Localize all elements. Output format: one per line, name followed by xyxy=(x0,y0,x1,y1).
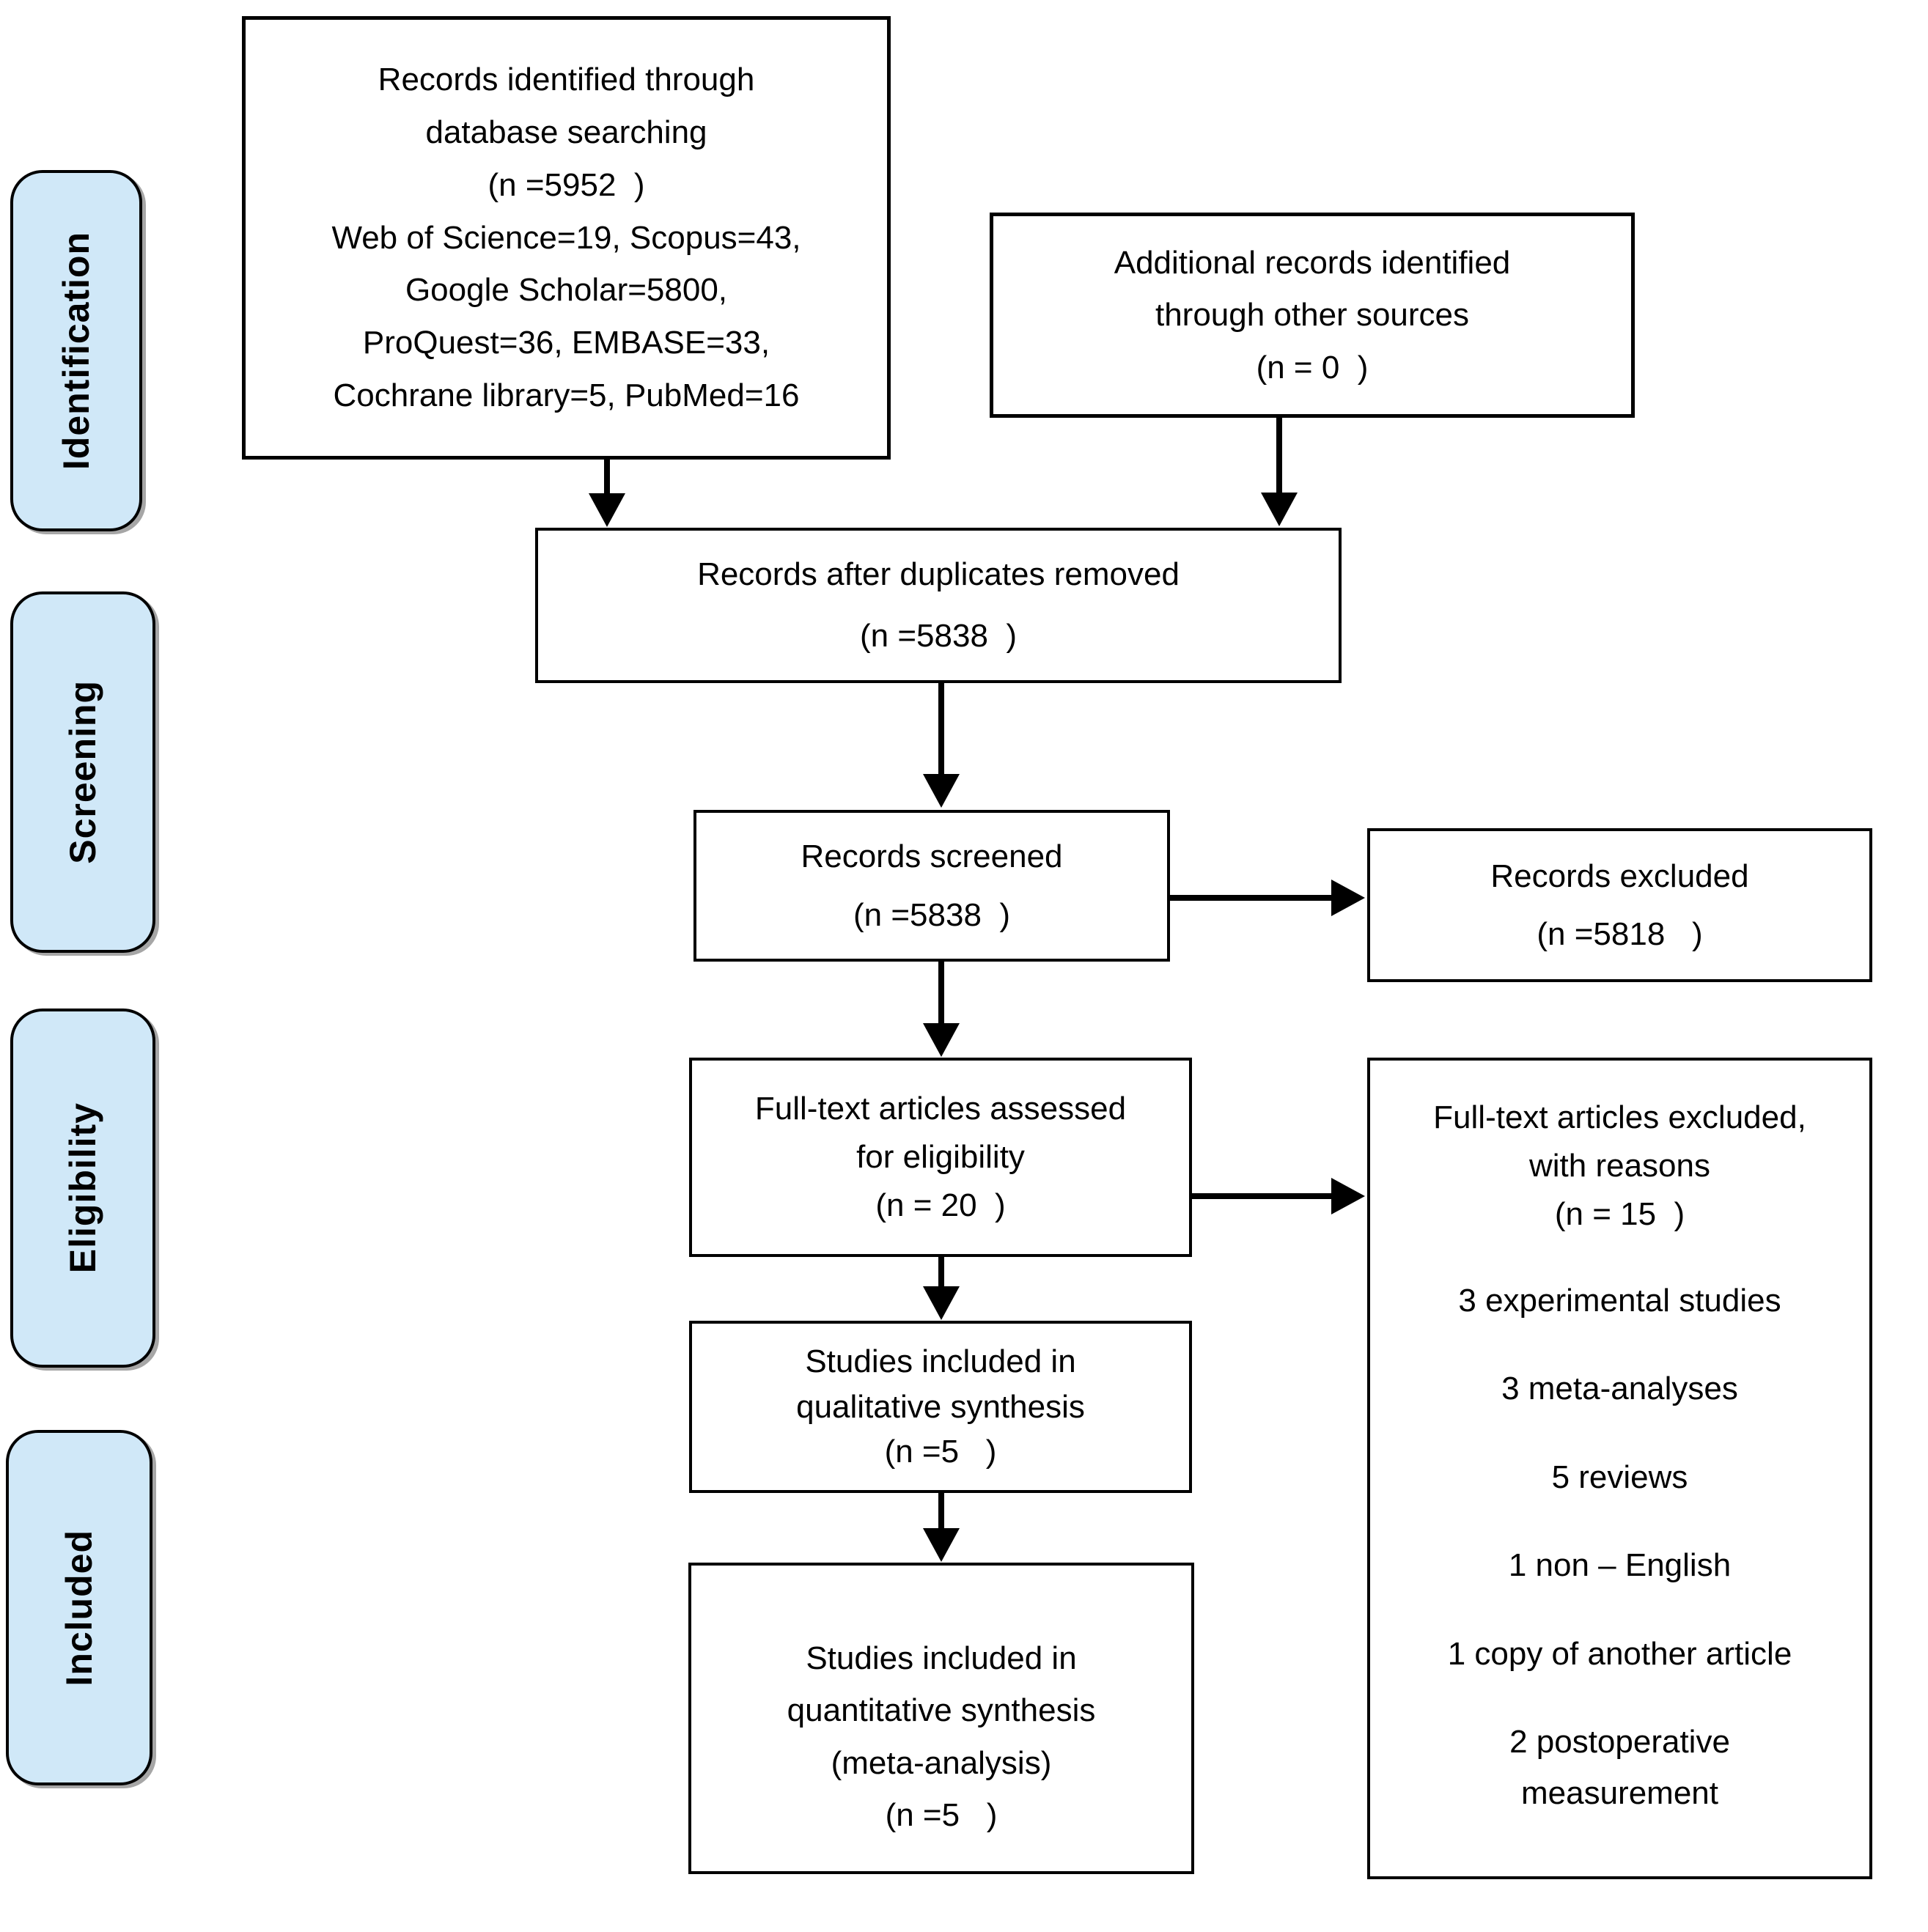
additional-records-count: (n = 0 ) xyxy=(1256,349,1369,386)
arrow-stem xyxy=(938,1257,944,1286)
stage-eligibility: Eligibility xyxy=(10,1009,155,1368)
arrow-qualitative-to-quantitative xyxy=(923,1493,960,1562)
arrow-stem xyxy=(1276,416,1282,493)
records-identified-sources-3: ProQuest=36, EMBASE=33, xyxy=(362,325,770,361)
quantitative-line-2: quantitative synthesis xyxy=(787,1692,1096,1729)
exclusion-reason-reviews: 5 reviews xyxy=(1551,1459,1688,1495)
records-excluded-count: (n =5818 ) xyxy=(1537,916,1703,952)
arrow-head-right-icon xyxy=(1331,880,1365,916)
records-identified-sources-4: Cochrane library=5, PubMed=16 xyxy=(333,377,800,413)
stage-screening: Screening xyxy=(10,591,155,953)
qualitative-count: (n =5 ) xyxy=(884,1434,997,1470)
arrow-stem xyxy=(938,1493,944,1528)
stage-eligibility-label: Eligibility xyxy=(62,1102,103,1274)
arrow-screened-to-excluded xyxy=(1170,880,1365,916)
box-quantitative-synthesis: Studies included in quantitative synthes… xyxy=(688,1563,1194,1874)
arrow-head-down-icon xyxy=(923,774,960,808)
arrow-additional-to-duplicates xyxy=(1261,416,1298,526)
fulltext-assessed-count: (n = 20 ) xyxy=(875,1187,1006,1223)
quantitative-line-3: (meta-analysis) xyxy=(831,1744,1052,1781)
fulltext-assessed-line-2: for eligibility xyxy=(856,1139,1025,1175)
box-fulltext-excluded: Full-text articles excluded, with reason… xyxy=(1367,1058,1872,1879)
box-additional-records: Additional records identified through ot… xyxy=(990,213,1635,418)
arrow-stem xyxy=(604,460,610,493)
box-fulltext-assessed: Full-text articles assessed for eligibil… xyxy=(689,1058,1192,1257)
box-duplicates-removed: Records after duplicates removed (n =583… xyxy=(535,528,1342,683)
box-records-identified: Records identified through database sear… xyxy=(242,16,891,460)
stage-screening-label: Screening xyxy=(62,680,103,864)
records-identified-sources-1: Web of Science=19, Scopus=43, xyxy=(331,219,801,256)
exclusion-reason-postoperative: 2 postoperative measurement xyxy=(1509,1723,1740,1812)
arrow-head-down-icon xyxy=(923,1286,960,1320)
additional-records-line-2: through other sources xyxy=(1155,297,1470,333)
records-screened-line-1: Records screened xyxy=(801,838,1063,875)
exclusion-reason-meta-analyses: 3 meta-analyses xyxy=(1501,1371,1738,1407)
exclusion-reason-copy: 1 copy of another article xyxy=(1447,1635,1792,1672)
duplicates-removed-count: (n =5838 ) xyxy=(859,618,1018,654)
fulltext-excluded-line-2: with reasons xyxy=(1528,1148,1710,1184)
fulltext-assessed-line-1: Full-text articles assessed xyxy=(754,1091,1127,1127)
stage-included-label: Included xyxy=(59,1529,100,1686)
quantitative-line-1: Studies included in xyxy=(806,1640,1077,1676)
additional-records-line-1: Additional records identified xyxy=(1114,245,1511,281)
records-excluded-line-1: Records excluded xyxy=(1490,858,1749,894)
arrow-stem xyxy=(938,682,944,774)
arrow-stem xyxy=(1170,895,1331,901)
arrow-head-down-icon xyxy=(923,1023,960,1057)
qualitative-line-1: Studies included in xyxy=(805,1343,1076,1380)
arrow-stem xyxy=(1192,1193,1331,1199)
fulltext-excluded-count: (n = 15 ) xyxy=(1554,1196,1685,1232)
qualitative-line-2: qualitative synthesis xyxy=(796,1388,1085,1425)
exclusion-reason-experimental: 3 experimental studies xyxy=(1458,1283,1781,1319)
arrow-head-down-icon xyxy=(589,493,625,527)
arrow-identified-to-duplicates xyxy=(589,460,625,527)
stage-identification: Identification xyxy=(10,170,142,531)
arrow-fulltext-to-excluded xyxy=(1192,1178,1365,1214)
exclusion-reason-non-english: 1 non – English xyxy=(1508,1547,1732,1584)
records-identified-sources-2: Google Scholar=5800, xyxy=(405,272,728,309)
duplicates-removed-line-1: Records after duplicates removed xyxy=(697,556,1180,593)
records-identified-count: (n =5952 ) xyxy=(487,166,645,203)
quantitative-count: (n =5 ) xyxy=(885,1796,998,1833)
stage-identification-label: Identification xyxy=(56,231,97,471)
arrow-screened-to-fulltext xyxy=(923,962,960,1057)
arrow-duplicates-to-screened xyxy=(923,682,960,808)
box-qualitative-synthesis: Studies included in qualitative synthesi… xyxy=(689,1321,1192,1493)
box-records-screened: Records screened (n =5838 ) xyxy=(693,810,1170,962)
arrow-head-down-icon xyxy=(923,1528,960,1562)
arrow-head-down-icon xyxy=(1261,493,1298,526)
records-identified-line-2: database searching xyxy=(425,114,707,151)
arrow-stem xyxy=(938,962,944,1023)
records-screened-count: (n =5838 ) xyxy=(853,896,1011,933)
records-identified-line-1: Records identified through xyxy=(378,62,755,98)
fulltext-excluded-line-1: Full-text articles excluded, xyxy=(1433,1099,1806,1135)
box-records-excluded: Records excluded (n =5818 ) xyxy=(1367,828,1872,982)
arrow-head-right-icon xyxy=(1331,1178,1365,1214)
stage-included: Included xyxy=(6,1430,152,1785)
arrow-fulltext-to-qualitative xyxy=(923,1257,960,1320)
